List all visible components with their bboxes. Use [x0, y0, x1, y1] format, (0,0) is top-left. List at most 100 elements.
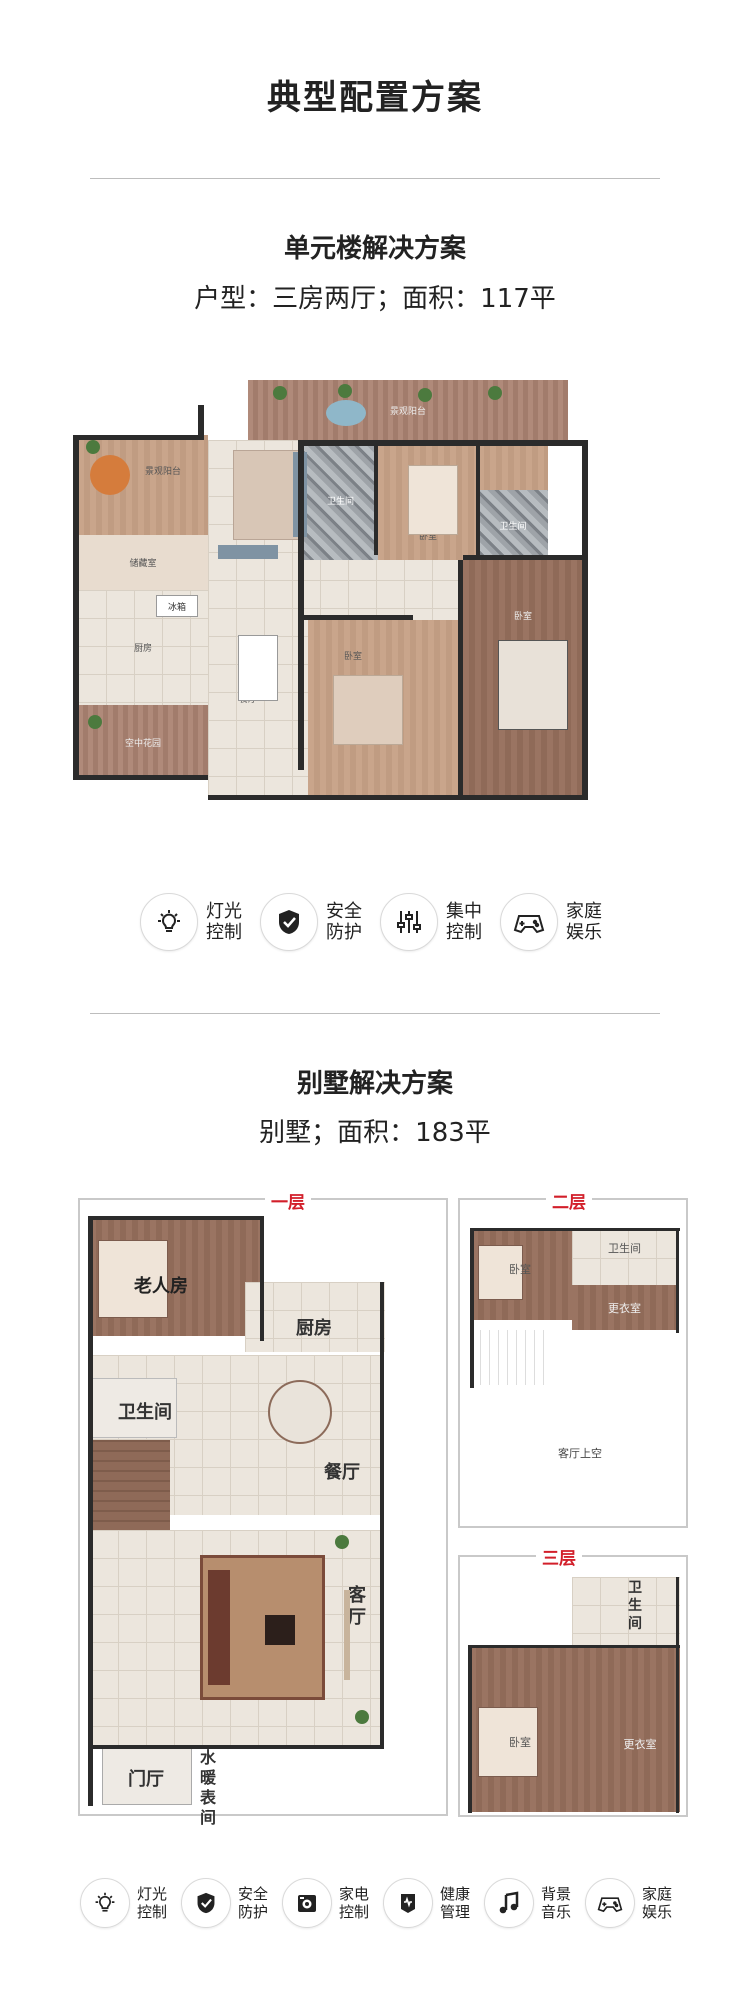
- bed-1: [408, 465, 458, 535]
- wall: [380, 1282, 384, 1747]
- sofa: [208, 1570, 230, 1685]
- bedroom-label: 卧室: [509, 1736, 531, 1749]
- gamepad-icon: [585, 1878, 635, 1928]
- bath-label: 卫生间: [118, 1402, 172, 1423]
- bedroom-label: 卧室: [509, 1263, 531, 1276]
- closet-room: 更衣室: [572, 1285, 677, 1330]
- kitchen-label: 厨房: [296, 1318, 332, 1339]
- bed: [478, 1707, 538, 1777]
- plant: [488, 386, 502, 400]
- villa-floor3-plan: 卫生间 卧室 更衣室: [458, 1555, 688, 1817]
- feature-label: 集中控制: [446, 901, 482, 943]
- unit-features: 灯光控制 安全防护 集中控制 家庭娱乐: [140, 893, 606, 951]
- bedroom2-label: 卧室: [343, 651, 362, 662]
- feature-health[interactable]: 健康管理: [383, 1878, 474, 1928]
- storage-label: 储藏室: [129, 559, 157, 569]
- plant: [335, 1535, 349, 1549]
- wall: [468, 1645, 472, 1813]
- dining-label: 餐厅: [324, 1462, 360, 1483]
- appliance-icon: [282, 1878, 332, 1928]
- wall: [298, 440, 304, 770]
- divider: [90, 178, 660, 179]
- light-bulb-icon: [80, 1878, 130, 1928]
- wall: [470, 1228, 474, 1388]
- balcony2-label: 景观阳台: [144, 466, 181, 477]
- stairs: [90, 1440, 170, 1530]
- void-label: 客厅上空: [558, 1446, 602, 1460]
- feature-music[interactable]: 背景音乐: [484, 1878, 575, 1928]
- kitchen-room: [245, 1282, 385, 1352]
- sliders-icon: [380, 893, 438, 951]
- bath-room: [572, 1577, 680, 1647]
- plant: [273, 386, 287, 400]
- coffee-table: [265, 1615, 295, 1645]
- feature-light[interactable]: 灯光控制: [140, 893, 246, 951]
- music-icon: [484, 1878, 534, 1928]
- feature-label: 家庭娱乐: [642, 1885, 673, 1921]
- feature-label: 背景音乐: [541, 1885, 572, 1921]
- health-icon: [383, 1878, 433, 1928]
- villa-floor1-plan: 老人房 厨房 卫生间 餐厅 客厅 门厅 水暖表间: [78, 1198, 448, 1827]
- floor3-tag: 三层: [536, 1544, 582, 1569]
- feature-entertainment[interactable]: 家庭娱乐: [585, 1878, 676, 1928]
- feature-security[interactable]: 安全防护: [260, 893, 366, 951]
- master-bed: [498, 640, 568, 730]
- divider: [90, 1013, 660, 1014]
- unit-section-title: 单元楼解决方案: [283, 234, 466, 264]
- master-label: 卧室: [513, 611, 532, 622]
- bed: [478, 1245, 523, 1300]
- stairs: [472, 1330, 552, 1385]
- bath-label: 卫生间: [608, 1241, 641, 1255]
- bath1-room: 卫生间: [303, 440, 378, 560]
- plant: [418, 388, 432, 402]
- closet-label: 更衣室: [608, 1301, 641, 1315]
- wall: [88, 1216, 263, 1220]
- bedroom-label-wrap: 卧室: [500, 1262, 540, 1276]
- fridge-label: 冰箱: [167, 602, 186, 613]
- wall: [303, 615, 413, 620]
- elder-bed: [98, 1240, 168, 1318]
- feature-central[interactable]: 集中控制: [380, 893, 486, 951]
- wall: [476, 440, 480, 555]
- feature-appliance[interactable]: 家电控制: [282, 1878, 373, 1928]
- villa-section-title: 别墅解决方案: [296, 1069, 453, 1099]
- wall: [198, 405, 204, 440]
- villa-section-subtitle: 别墅；面积：183平: [259, 1118, 491, 1148]
- feature-label: 灯光控制: [206, 901, 242, 943]
- feature-label: 灯光控制: [137, 1885, 168, 1921]
- plant: [86, 440, 100, 454]
- living-label: 客厅: [348, 1585, 366, 1628]
- page-title: 典型配置方案: [267, 78, 483, 118]
- feature-label: 安全防护: [238, 1885, 269, 1921]
- wall: [88, 1745, 384, 1749]
- bath2-room: 卫生间: [478, 490, 548, 560]
- balcony-label: 景观阳台: [389, 406, 426, 417]
- unit-floor-plan: 景观阳台 景观阳台 储藏室 厨房 冰箱 空中花园 卫生间 卧室 卫生间 卧室 卧…: [68, 360, 680, 840]
- feature-light[interactable]: 灯光控制: [80, 1878, 171, 1928]
- wall: [260, 1216, 264, 1341]
- wall: [582, 440, 588, 795]
- light-bulb-icon: [140, 893, 198, 951]
- wall: [208, 795, 588, 800]
- water-room-label: 水暖表间: [200, 1748, 217, 1827]
- feature-label: 健康管理: [440, 1885, 471, 1921]
- feature-label: 家庭娱乐: [566, 901, 602, 943]
- shield-icon: [181, 1878, 231, 1928]
- feature-entertainment[interactable]: 家庭娱乐: [500, 893, 606, 951]
- villa-floor2-plan: 卧室 卫生间 更衣室 客厅上空: [458, 1198, 688, 1528]
- kitchen-room: 厨房: [78, 590, 208, 705]
- bed-2: [333, 675, 403, 745]
- wall: [73, 435, 79, 780]
- dining-table: [268, 1380, 332, 1444]
- feature-label: 安全防护: [326, 901, 362, 943]
- floor2-tag: 二层: [546, 1188, 592, 1213]
- feature-security[interactable]: 安全防护: [181, 1878, 272, 1928]
- wall: [374, 440, 378, 555]
- bath-room: [92, 1378, 177, 1438]
- door-hall-label: 门厅: [128, 1769, 164, 1790]
- gamepad-icon: [500, 893, 558, 951]
- floor1-tag: 一层: [265, 1188, 311, 1213]
- bath-room: 卫生间: [572, 1230, 677, 1285]
- tv-cabinet: [344, 1590, 350, 1680]
